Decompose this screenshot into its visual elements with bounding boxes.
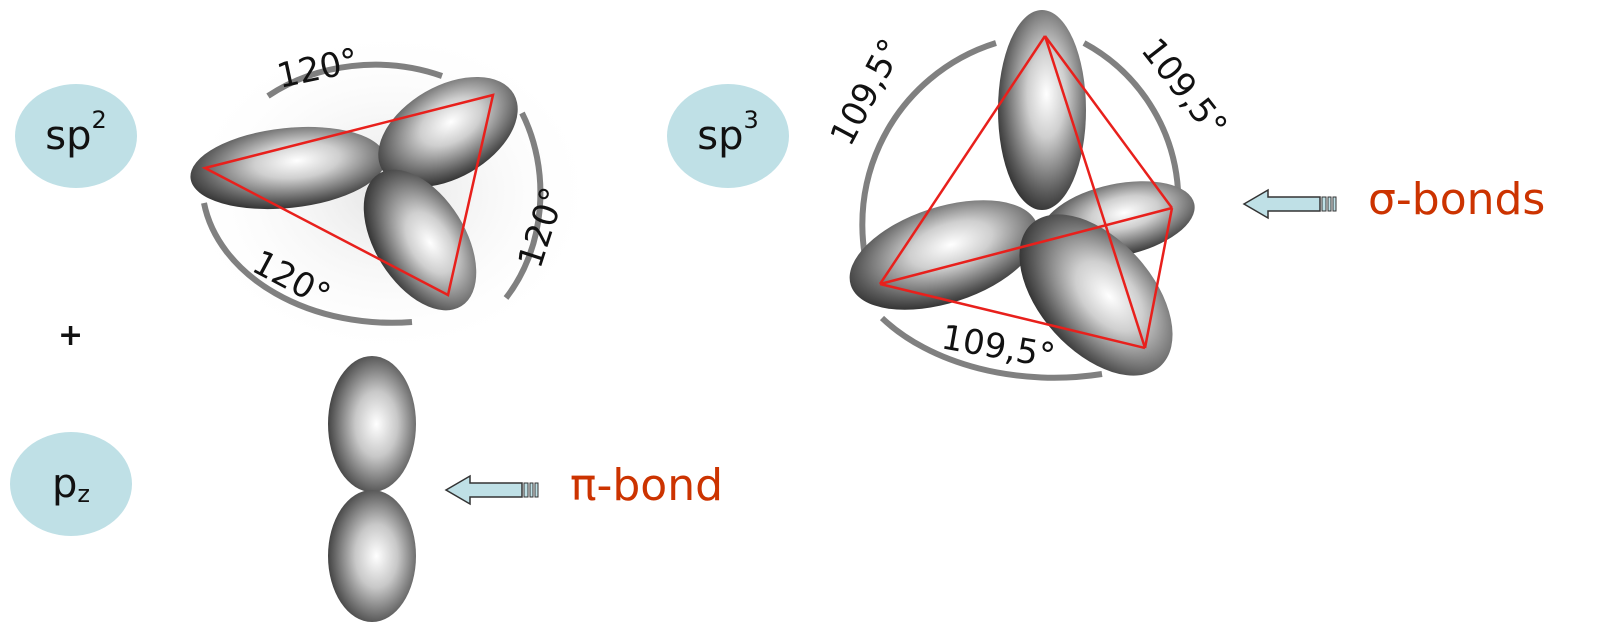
sp2-badge-sup: 2 — [91, 106, 107, 134]
sp3-lobe-left — [849, 200, 1039, 310]
sp3-angle-left: 109,5° — [823, 32, 912, 152]
sp2-arc-right — [503, 111, 544, 300]
sp2-lobe-bottom — [363, 169, 477, 311]
sp2-triangle — [201, 93, 495, 297]
sp2-arc-bottom — [201, 202, 413, 326]
sp3-angle-bottom: 109,5° — [938, 317, 1058, 376]
pi-bond-arrow — [444, 474, 539, 506]
sigma-bonds-arrow — [1242, 188, 1337, 220]
sp3-badge-sup: 3 — [743, 106, 759, 134]
sp2-arc-top — [266, 61, 443, 99]
sp3-lobe-front — [1019, 214, 1173, 376]
sigma-bonds-label: σ-bonds — [1368, 174, 1546, 225]
sp3-tetrahedron — [878, 35, 1174, 350]
sp2-lobe-left — [190, 126, 386, 210]
pz-lobe-top — [328, 356, 416, 492]
sp2-badge-base: sp — [45, 113, 92, 159]
pi-bond-label: π-bond — [570, 460, 724, 511]
pz-lobe-bottom — [328, 490, 416, 622]
pz-badge-sub: z — [77, 480, 90, 508]
sp2-orbital-group: 120° 120° 120° — [180, 25, 600, 360]
plus-sign: + — [58, 318, 84, 353]
sp3-orbital-group: 109,5° 109,5° 109,5° — [823, 10, 1235, 381]
sp3-badge-base: sp — [697, 113, 744, 159]
pz-badge-base: p — [52, 461, 78, 507]
sp2-lobe-top-right — [378, 76, 518, 188]
sp3-angle-right: 109,5° — [1133, 31, 1235, 146]
sp3-arc-bottom — [879, 315, 1103, 381]
pz-orbital-group — [328, 356, 416, 622]
sp3-arc-right — [1082, 40, 1181, 191]
